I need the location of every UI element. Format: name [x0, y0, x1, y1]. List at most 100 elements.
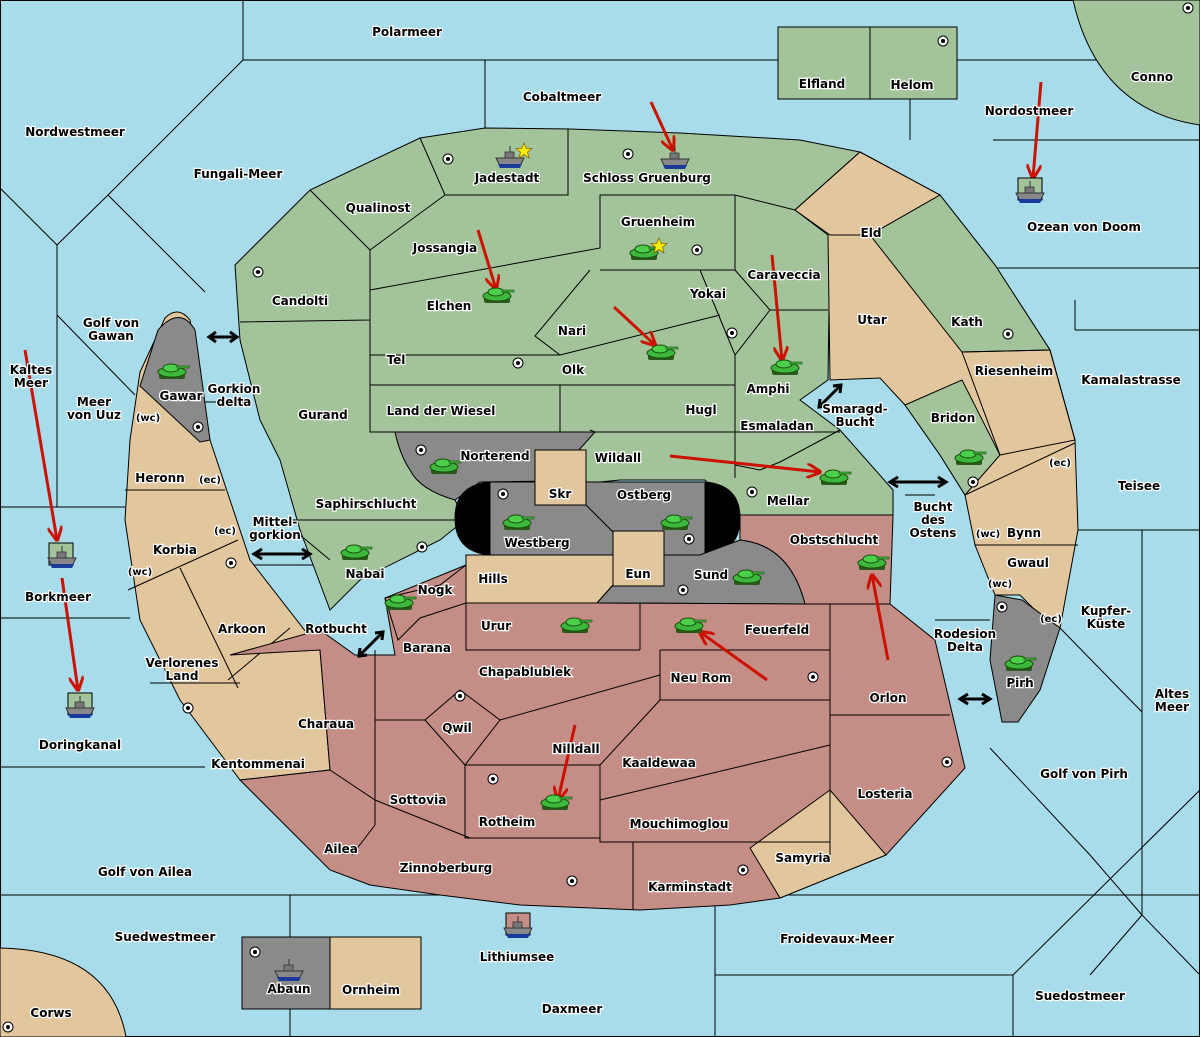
sea-label-smaragd-bucht[interactable]: Smaragd-Bucht — [821, 401, 889, 430]
supply-center-icon — [454, 690, 466, 702]
territory-label-kentommenai[interactable]: Kentommenai — [210, 756, 306, 772]
territory-label-hugl[interactable]: Hugl — [684, 402, 718, 418]
territory-label-sund[interactable]: Sund — [693, 567, 730, 583]
sea-label-fungali-meer[interactable]: Fungali-Meer — [192, 166, 283, 182]
territory-label-feuerfeld[interactable]: Feuerfeld — [744, 622, 811, 638]
territory-label-charaua[interactable]: Charaua — [297, 716, 356, 732]
sea-label-rotbucht[interactable]: Rotbucht — [304, 621, 368, 637]
territory-label-nari[interactable]: Nari — [557, 323, 588, 339]
sea-label-kamalastrasse[interactable]: Kamalastrasse — [1080, 372, 1182, 388]
territory-label-schloss-gruenburg[interactable]: Schloss Gruenburg — [582, 170, 712, 186]
sea-label-nordostmeer[interactable]: Nordostmeer — [983, 103, 1074, 119]
sea-label-lithiumsee[interactable]: Lithiumsee — [478, 949, 555, 965]
coast-label: (ec) — [199, 475, 221, 486]
sea-label-froidevaux-meer[interactable]: Froidevaux-Meer — [779, 931, 895, 947]
territory-label-bynn[interactable]: Bynn — [1006, 525, 1042, 541]
sea-label-suedwestmeer[interactable]: Suedwestmeer — [113, 929, 216, 945]
territory-label-esmaladan[interactable]: Esmaladan — [739, 418, 815, 434]
territory-label-gurand[interactable]: Gurand — [297, 407, 349, 423]
territory-label-westberg[interactable]: Westberg — [503, 535, 570, 551]
sea-label-kupfer-kueste[interactable]: Kupfer-Küste — [1080, 603, 1133, 632]
supply-center-icon — [487, 773, 499, 785]
sea-label-cobaltmeer[interactable]: Cobaltmeer — [522, 89, 603, 105]
territory-label-nabai[interactable]: Nabai — [344, 566, 385, 582]
territory-label-saphirschlucht[interactable]: Saphirschlucht — [314, 496, 417, 512]
sea-label-doringkanal[interactable]: Doringkanal — [38, 737, 123, 753]
territory-label-rotheim[interactable]: Rotheim — [478, 814, 537, 830]
territory-label-wildall[interactable]: Wildall — [594, 450, 643, 466]
territory-label-losteria[interactable]: Losteria — [856, 786, 913, 802]
territory-label-abaun[interactable]: Abaun — [266, 981, 311, 997]
territory-label-riesenheim[interactable]: Riesenheim — [973, 363, 1054, 379]
territory-label-land-der-wiesel[interactable]: Land der Wiesel — [385, 403, 496, 419]
territory-label-neu-rom[interactable]: Neu Rom — [669, 670, 732, 686]
sea-label-suedostmeer[interactable]: Suedostmeer — [1034, 988, 1126, 1004]
territory-label-orlon[interactable]: Orlon — [868, 690, 907, 706]
territory-label-conno[interactable]: Conno — [1130, 69, 1175, 85]
sea-label-nordwestmeer[interactable]: Nordwestmeer — [24, 124, 126, 140]
territory-label-chapablublek[interactable]: Chapablublek — [478, 664, 574, 680]
supply-center-icon — [622, 148, 634, 160]
territory-label-utar[interactable]: Utar — [856, 312, 888, 328]
territory-label-arkoon[interactable]: Arkoon — [217, 621, 267, 637]
sea-label-daxmeer[interactable]: Daxmeer — [541, 1001, 604, 1017]
territory-label-barana[interactable]: Barana — [402, 640, 452, 656]
territory-label-skr[interactable]: Skr — [548, 486, 573, 502]
territory-label-urur[interactable]: Urur — [480, 618, 513, 634]
territory-label-mellar[interactable]: Mellar — [766, 493, 811, 509]
territory-label-olk[interactable]: Olk — [561, 362, 587, 378]
territory-label-norterend[interactable]: Norterend — [459, 448, 531, 464]
territory-label-obstschlucht[interactable]: Obstschlucht — [789, 532, 880, 548]
sea-label-borkmeer[interactable]: Borkmeer — [24, 589, 92, 605]
territory-label-samyria[interactable]: Samyria — [774, 850, 832, 866]
territory-label-helom[interactable]: Helom — [889, 77, 934, 93]
territory-label-amphi[interactable]: Amphi — [745, 381, 790, 397]
territory-label-korbia[interactable]: Korbia — [152, 542, 198, 558]
territory-label-qualinost[interactable]: Qualinost — [344, 200, 411, 216]
territory-label-bridon[interactable]: Bridon — [930, 410, 977, 426]
territory-label-hills[interactable]: Hills — [477, 571, 509, 587]
territory-label-candolti[interactable]: Candolti — [271, 293, 330, 309]
territory-label-gwaul[interactable]: Gwaul — [1006, 555, 1050, 571]
territory-label-gruenheim[interactable]: Gruenheim — [620, 214, 697, 230]
territory-label-kath[interactable]: Kath — [950, 314, 984, 330]
territory-label-pirh[interactable]: Pirh — [1005, 675, 1035, 691]
territory-label-ailea[interactable]: Ailea — [323, 841, 359, 857]
territory-label-jossangia[interactable]: Jossangia — [411, 240, 479, 256]
sea-label-teisee[interactable]: Teisee — [1117, 478, 1162, 494]
sea-label-mittel-gorkion[interactable]: Mittel-gorkion — [248, 514, 302, 543]
territory-label-sottovia[interactable]: Sottovia — [388, 792, 447, 808]
territory-label-corws[interactable]: Corws — [29, 1005, 73, 1021]
territory-label-tel[interactable]: Tel — [385, 352, 406, 368]
territory-label-mouchimoglou[interactable]: Mouchimoglou — [628, 816, 729, 832]
territory-label-elfland[interactable]: Elfland — [798, 76, 847, 92]
territory-label-nilldall[interactable]: Nilldall — [551, 741, 601, 757]
territory-label-ostberg[interactable]: Ostberg — [616, 487, 673, 503]
territory-label-zinnoberburg[interactable]: Zinnoberburg — [399, 860, 494, 876]
sea-label-polarmeer[interactable]: Polarmeer — [371, 24, 443, 40]
territory-label-gawar[interactable]: Gawar — [158, 388, 204, 404]
territory-label-heronn[interactable]: Heronn — [134, 470, 186, 486]
territory-label-yokai[interactable]: Yokai — [688, 286, 727, 302]
territory-label-caraveccia[interactable]: Caraveccia — [746, 267, 822, 283]
sea-label-golf-von-ailea[interactable]: Golf von Ailea — [97, 864, 194, 880]
territory-label-ornheim[interactable]: Ornheim — [341, 982, 401, 998]
territory-label-eun[interactable]: Eun — [624, 566, 652, 582]
territory-label-eld[interactable]: Eld — [859, 225, 882, 241]
sea-label-ozean-von-doom[interactable]: Ozean von Doom — [1026, 219, 1142, 235]
territory-label-jadestadt[interactable]: Jadestadt — [473, 170, 541, 186]
territory-label-elchen[interactable]: Elchen — [425, 298, 472, 314]
sea-label-golf-von-pirh[interactable]: Golf von Pirh — [1039, 766, 1129, 782]
territory-label-kaaldewaa[interactable]: Kaaldewaa — [621, 755, 697, 771]
territory-label-nogk[interactable]: Nogk — [416, 582, 454, 598]
territory-label-karminstadt[interactable]: Karminstadt — [647, 879, 733, 895]
territory-label-qwil[interactable]: Qwil — [441, 720, 473, 736]
